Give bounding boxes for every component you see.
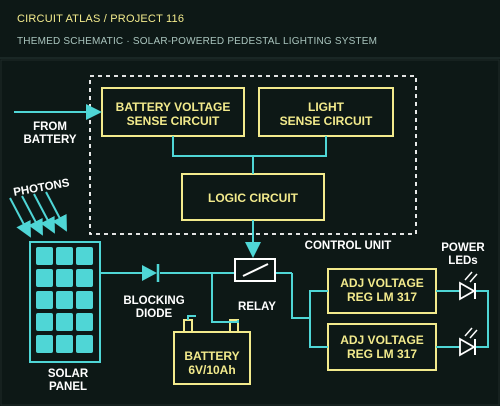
- sense-bus-wire: [172, 136, 327, 157]
- wiring: [14, 104, 489, 348]
- led-return-wire: [476, 290, 489, 348]
- from-battery-label-1: FROM: [33, 121, 67, 133]
- battery-terminal-negative: [183, 319, 193, 333]
- relay-to-reg1-wire: [291, 273, 328, 319]
- led-1-symbol: [459, 271, 478, 301]
- regulator-1-label-2: REG LM 317: [347, 290, 417, 304]
- led-2-symbol: [459, 327, 478, 357]
- solar-cells: [36, 247, 93, 353]
- light-sense-label-2: SENSE CIRCUIT: [280, 114, 373, 128]
- page-subtitle: THEMED SCHEMATIC · SOLAR-POWERED PEDESTA…: [17, 36, 378, 47]
- battery-block: [173, 331, 251, 385]
- blocking-diode-symbol: [142, 264, 160, 282]
- blocking-diode-label-1: BLOCKING: [123, 295, 184, 307]
- blocking-diode-label-2: DIODE: [136, 308, 173, 320]
- regulator-1-label-1: ADJ VOLTAGE: [340, 276, 424, 290]
- solar-panel-symbol: [29, 241, 101, 363]
- relay-label: RELAY: [238, 301, 276, 313]
- power-leds-label-1: POWER: [441, 242, 485, 254]
- diagram-frame: [0, 59, 500, 406]
- control-unit-label: CONTROL UNIT: [305, 240, 392, 252]
- relay-symbol: [234, 258, 276, 282]
- photons-label: PHOTONS: [13, 177, 71, 199]
- control-unit-boundary: [89, 75, 417, 235]
- battery-terminal-positive: [229, 319, 239, 333]
- battery-sense-label-2: SENSE CIRCUIT: [127, 114, 220, 128]
- regulator-2-label-1: ADJ VOLTAGE: [340, 333, 424, 347]
- from-battery-label-2: BATTERY: [23, 134, 76, 146]
- logic-label: LOGIC CIRCUIT: [208, 191, 299, 205]
- page-title: CIRCUIT ATLAS / PROJECT 116: [17, 13, 185, 25]
- photon-arrows: [9, 191, 67, 238]
- battery-label-1: BATTERY: [184, 349, 239, 363]
- battery-sense-label-1: BATTERY VOLTAGE: [116, 100, 231, 114]
- battery-positive-wire: [211, 273, 239, 323]
- relay-to-reg2-wire: [309, 318, 328, 348]
- power-leds-label-2: LEDs: [448, 255, 477, 267]
- light-sense-label-1: LIGHT: [308, 100, 345, 114]
- relay-switch-contact: [242, 263, 269, 277]
- solar-panel-label-1: SOLAR: [48, 368, 89, 380]
- battery-label-2: 6V/10Ah: [188, 363, 235, 377]
- battery-negative-wire: [187, 315, 196, 320]
- solar-panel-label-2: PANEL: [49, 381, 87, 393]
- regulator-2-label-2: REG LM 317: [347, 347, 417, 361]
